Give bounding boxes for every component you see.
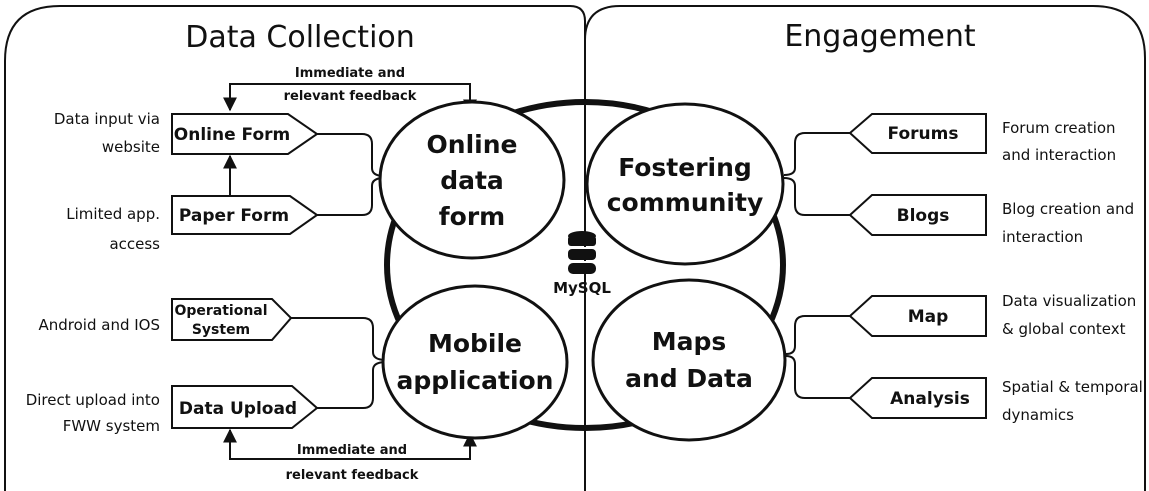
analysis-desc-line2: dynamics <box>1002 406 1074 424</box>
data-upload-desc-line2: FWW system <box>63 417 160 435</box>
forums-box: Forums <box>848 113 987 154</box>
data-upload-label: Data Upload <box>179 399 297 419</box>
analysis-label: Analysis <box>890 389 970 409</box>
online-circle-line3: form <box>439 202 505 231</box>
database-icon: MySQL <box>553 231 611 297</box>
operational-desc-line1: Android and IOS <box>38 316 160 334</box>
left-descriptions: Data input via website Limited app. acce… <box>26 110 160 435</box>
engagement-panel: Engagement <box>584 5 1146 491</box>
feedback-top-line1: Immediate and <box>295 66 405 81</box>
feedback-top-line2: relevant feedback <box>284 89 417 104</box>
blogs-desc-line1: Blog creation and <box>1002 200 1134 218</box>
community-circle-line1: Fostering <box>618 153 752 182</box>
data-collection-title: Data Collection <box>185 20 415 55</box>
paper-form-box: Paper Form <box>171 195 319 235</box>
operational-system-box: Operational System <box>171 298 293 341</box>
map-label: Map <box>908 307 949 327</box>
online-circle-line2: data <box>440 166 504 195</box>
community-circle-line2: community <box>607 188 764 217</box>
online-form-label: Online Form <box>174 125 290 145</box>
mobile-circle-line2: application <box>397 366 554 395</box>
blogs-desc-line2: interaction <box>1002 228 1083 246</box>
online-form-desc-line2: website <box>102 138 160 156</box>
mysql-label: MySQL <box>553 279 611 297</box>
maps-and-data-circle: Maps and Data <box>591 278 787 442</box>
online-form-desc-line1: Data input via <box>54 110 160 128</box>
data-upload-box: Data Upload <box>171 385 319 429</box>
mobile-application-circle: Mobile application <box>381 284 569 440</box>
right-descriptions: Forum creation and interaction Blog crea… <box>1002 119 1143 424</box>
maps-circle-line1: Maps <box>652 327 727 356</box>
data-collection-panel: Data Collection <box>4 5 586 491</box>
data-upload-desc-line1: Direct upload into <box>26 391 160 409</box>
blogs-label: Blogs <box>897 206 950 226</box>
analysis-box: Analysis <box>848 377 987 419</box>
paper-form-desc-line1: Limited app. <box>66 205 160 223</box>
online-circle-line1: Online <box>427 130 518 159</box>
paper-form-desc-line2: access <box>109 235 160 253</box>
feedback-loop-bottom: Immediate and relevant feedback <box>223 428 477 483</box>
mobile-circle-line1: Mobile <box>428 329 522 358</box>
feedback-loop-top: Immediate and relevant feedback <box>223 66 477 114</box>
map-box: Map <box>848 295 987 337</box>
forums-desc-line1: Forum creation <box>1002 119 1116 137</box>
left-connectors <box>291 133 387 409</box>
maps-circle-line2: and Data <box>625 364 753 393</box>
online-form-box: Online Form <box>171 113 319 155</box>
right-connectors <box>783 132 850 399</box>
map-desc-line2: & global context <box>1002 320 1126 338</box>
online-data-form-circle: Online data form <box>378 100 566 260</box>
central-ring <box>384 99 786 431</box>
fostering-community-circle: Fostering community <box>585 102 785 266</box>
analysis-desc-line1: Spatial & temporal <box>1002 378 1143 396</box>
engagement-title: Engagement <box>784 19 976 54</box>
map-desc-line1: Data visualization <box>1002 292 1136 310</box>
blogs-box: Blogs <box>848 194 987 236</box>
forums-desc-line2: and interaction <box>1002 146 1116 164</box>
paper-form-label: Paper Form <box>179 206 289 226</box>
forums-label: Forums <box>888 124 959 144</box>
operational-label-line1: Operational <box>174 303 267 319</box>
feedback-bottom-line2: relevant feedback <box>286 468 419 483</box>
feedback-bottom-line1: Immediate and <box>297 443 407 458</box>
operational-label-line2: System <box>192 322 250 338</box>
